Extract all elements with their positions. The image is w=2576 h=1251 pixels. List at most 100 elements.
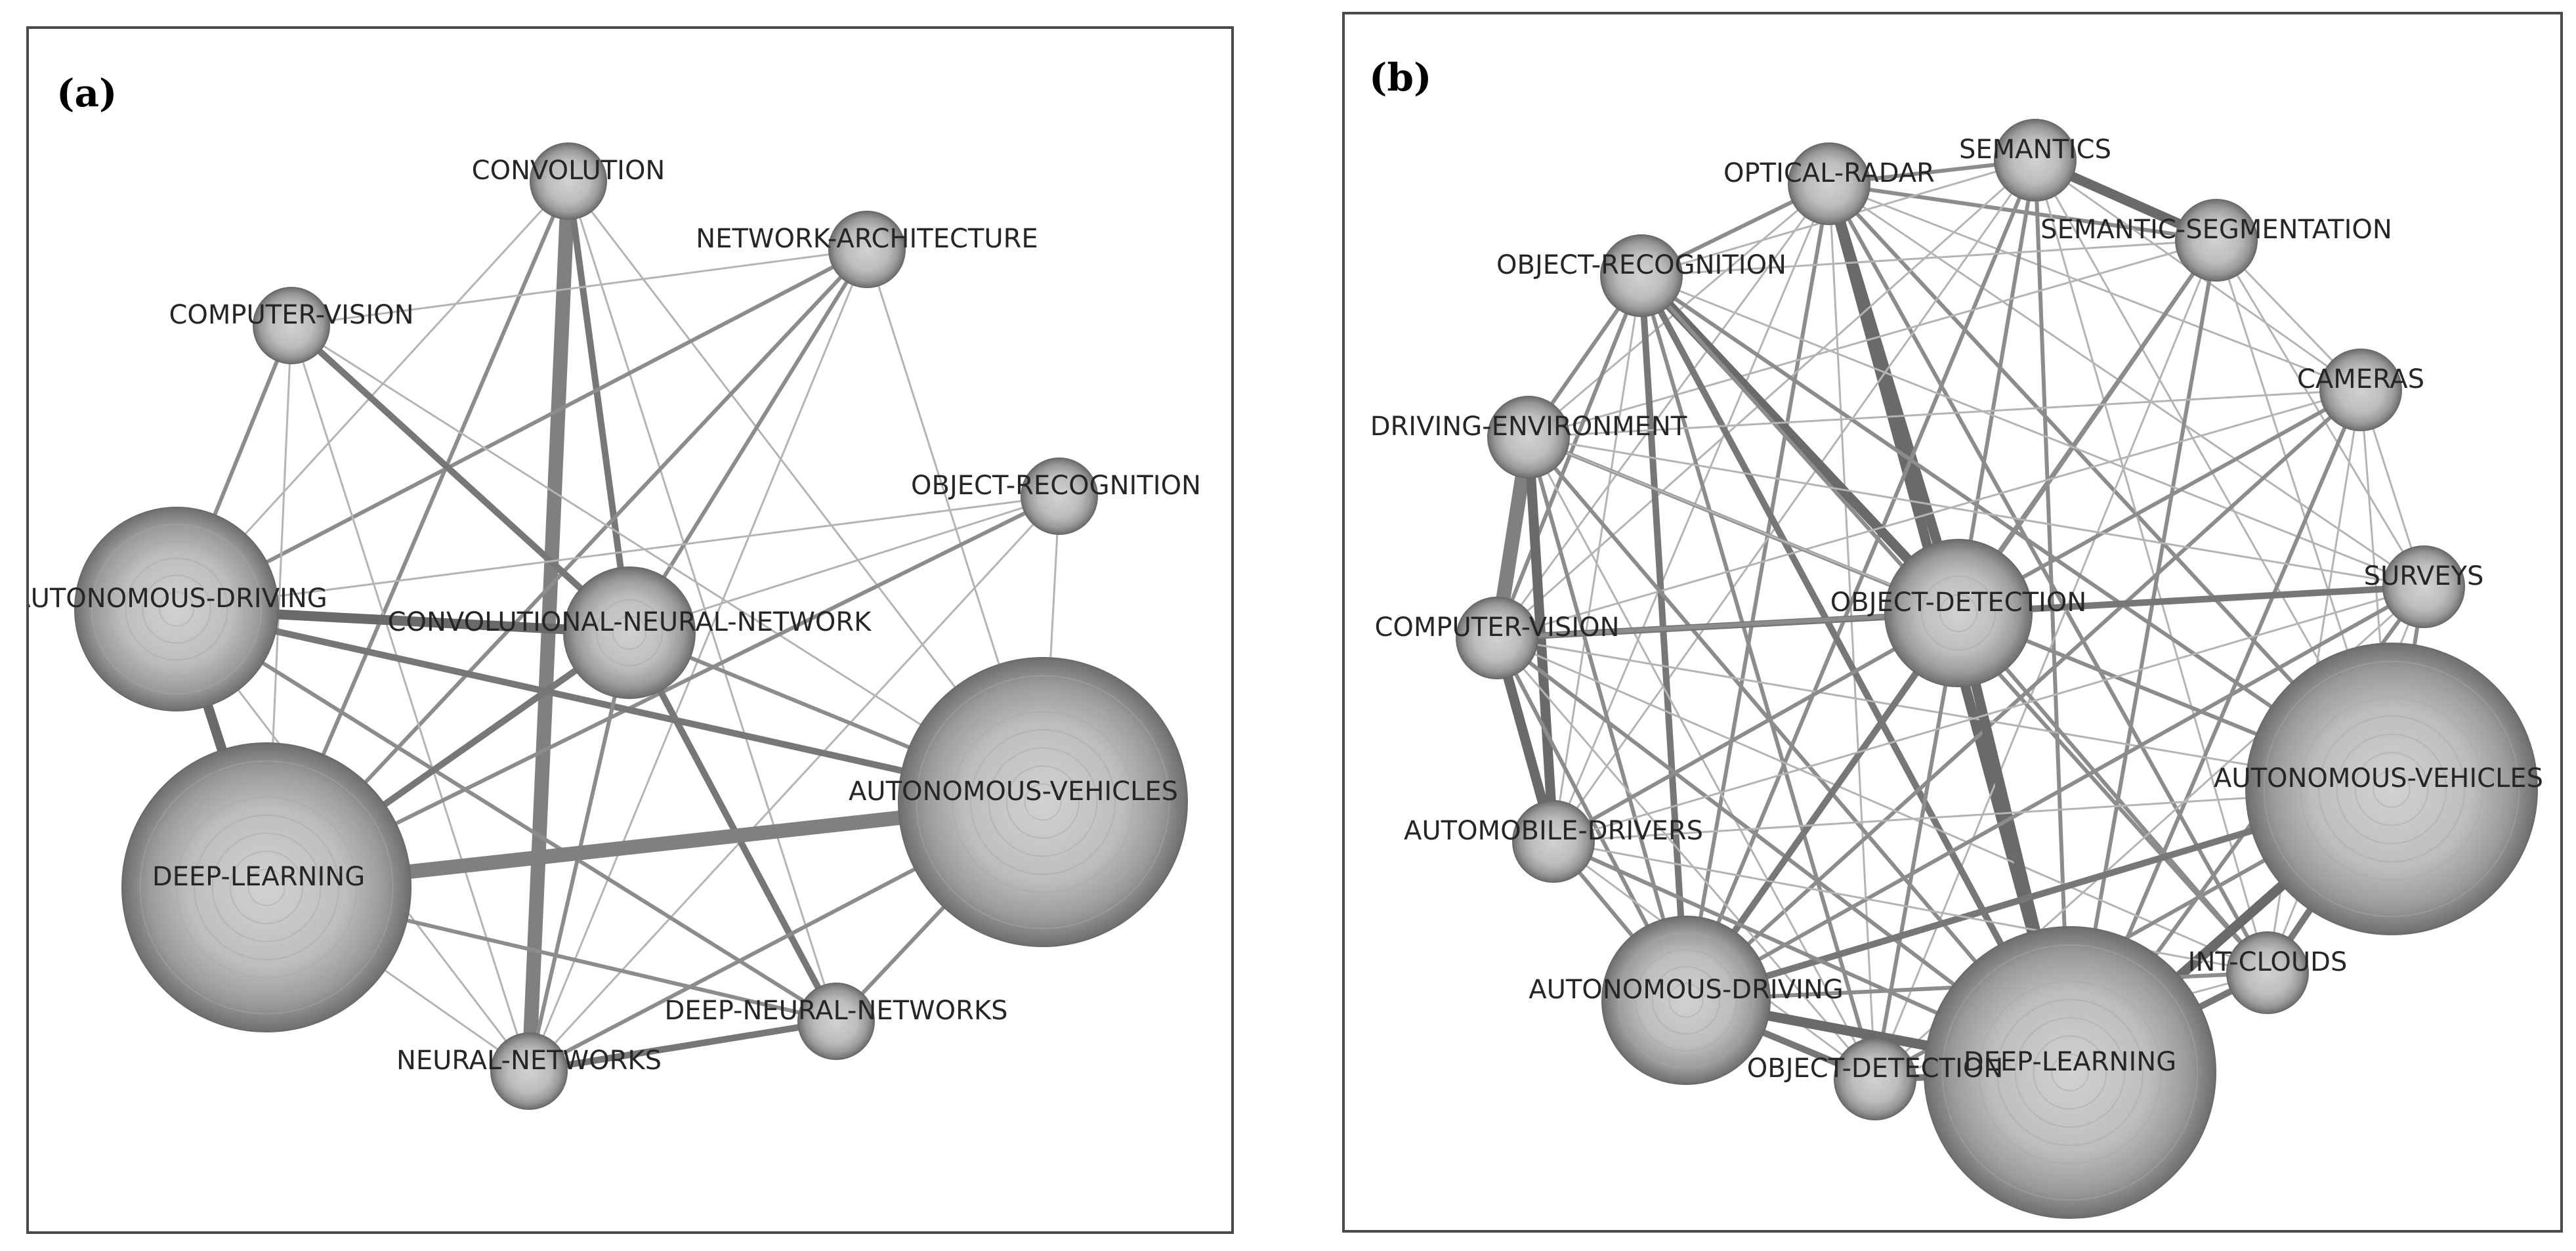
edge-sem-cv [1496,159,2037,639]
edge-cv-nn [290,324,530,1072]
edge-optical-ad [1684,182,1831,1002]
edge-objrec-autodrv [1552,274,1643,843]
node-ring [158,778,375,996]
edge-sem-ad [1684,158,2037,1002]
edge-semseg-drivenv [1527,239,2218,438]
node-ring [1903,557,2014,669]
edge-optical-semseg [1827,182,2218,242]
edge-sem-dl [2033,158,2072,1074]
edge-optical-cv [1496,182,1830,639]
edge-cameras-cv [1496,389,2362,639]
node-label-cnn: CONVOLUTIONAL-NEURAL-NETWORK [388,607,873,637]
edge-cv-av [1496,637,2393,790]
node-ring [916,675,1170,929]
edge-optical-objdet2 [1828,182,1876,1080]
edge-objdet1-autodrv [1552,611,1960,843]
node-av [898,657,1188,947]
node-dl [1924,926,2216,1219]
node-label-surveys: SURVEYS [2364,561,2484,591]
node-ring [596,599,663,666]
node-optical [1788,142,1870,225]
node-label-ad: AUTONOMOUS-DRIVING [1529,975,1844,1005]
node-ring [2033,1035,2107,1110]
node-label-objdet1: OBJECT-DETECTION [1830,587,2086,618]
node-label-objrec: OBJECT-RECOGNITION [1496,250,1786,280]
node-ring [2354,752,2429,826]
edge-objrec-nn [528,495,1061,1072]
node-ring [1941,944,2199,1201]
node-av [2245,643,2538,935]
node-ring [1006,765,1080,839]
node-label-pc: INT-CLOUDS [2188,947,2348,977]
network-graph-a: CONVOLUTIONNETWORK-ARCHITECTURECOMPUTER-… [29,142,1201,1110]
node-label-sem: SEMANTICS [1959,135,2111,165]
node-ring [2373,770,2411,808]
edge-semseg-objdet2 [1874,239,2218,1080]
node-ring [2051,1053,2089,1092]
node-label-conv: CONVOLUTION [472,156,665,186]
node-ring [108,540,245,678]
node-ring [211,832,322,943]
node-cnn [563,566,696,699]
network-graph-b: OPTICAL-RADARSEMANTICSSEMANTIC-SEGMENTAT… [1370,119,2543,1219]
node-label-dl: DEEP-LEARNING [152,862,365,892]
node-conv [530,142,607,220]
edge-netarch-ad [175,247,869,611]
edge-objrec-ad [175,495,1061,610]
panel-a-label: (a) [56,71,117,116]
node-ring [580,583,679,683]
node-label-dl: DEEP-LEARNING [1964,1047,2176,1077]
node-ring [1978,981,2162,1164]
edge-cv-netarch [290,248,868,327]
node-cameras [2319,349,2402,431]
edge-objrec-av [1639,274,2394,791]
edge-semseg-objrec [1640,239,2218,277]
edge-conv-cnn [565,178,633,636]
edge-objdet1-objdet2 [1873,611,1960,1081]
edge-dnn-nn [526,1018,839,1074]
edge-optical-autodrv [1552,182,1830,843]
edge-cameras-ad [1684,388,2363,1002]
node-label-av: AUTONOMOUS-VEHICLES [849,776,1178,807]
edge-sem-objdet1 [1956,158,2037,615]
node-ring [1960,962,2180,1183]
node-dl [121,742,412,1032]
edge-conv-dnn [567,180,837,1023]
edge-ad-dnn [175,607,838,1023]
node-ring [1921,576,1996,650]
node-ring [159,591,194,627]
node-label-autodrv: AUTOMOBILE-DRIVERS [1404,816,1703,846]
node-ring [1996,999,2143,1146]
node-ring [175,796,358,979]
node-objdet1 [1884,539,2033,687]
node-label-objdet2: OBJECT-DETECTION [1747,1053,2003,1084]
node-ad [74,507,279,711]
node-cv [1456,597,1538,679]
edge-objrec-objdet2 [1639,274,1877,1081]
node-surveys [2382,545,2465,628]
node-label-dnn: DEEP-NEURAL-NETWORKS [664,996,1007,1026]
node-ring [2281,679,2502,899]
node-ring [988,747,1098,857]
edge-surveys-autodrv [1552,585,2425,843]
node-ring [247,868,285,906]
edge-drivenv-ad [1527,435,1688,1002]
node-cv [253,287,330,364]
node-dnn [797,983,875,1060]
node-ring [1668,983,1704,1018]
edge-objrec-cnn [628,495,1061,634]
node-label-cameras: CAMERAS [2297,364,2424,394]
node-ring [970,729,1116,875]
node-ring [125,557,228,661]
edge-netarch-cnn [627,247,869,635]
node-label-nn: NEURAL-NETWORKS [396,1046,662,1076]
node-ring [952,711,1134,893]
edge-cv-objdet2 [1496,637,1876,1080]
node-label-cv: COMPUTER-VISION [1374,612,1619,643]
edge-cv-pc [1496,637,2269,974]
edge-cameras-objdet1 [1956,388,2363,615]
node-label-optical: OPTICAL-RADAR [1723,158,1935,188]
node-ring [2263,660,2520,918]
node-ring [142,574,211,644]
